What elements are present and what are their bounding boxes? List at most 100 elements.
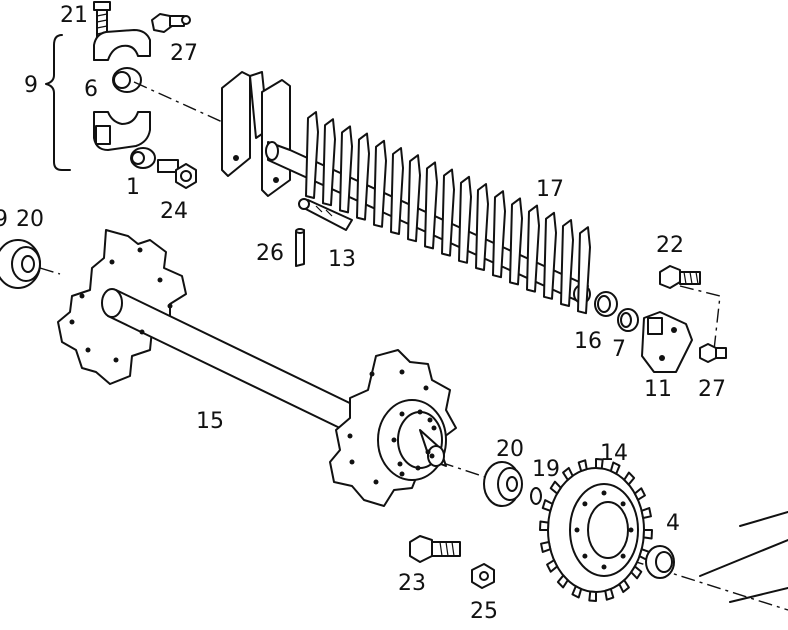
sprocket-tooth: [618, 579, 630, 594]
label-19-left: 9: [0, 207, 8, 232]
label-19-right: 19: [532, 457, 560, 482]
sprocket-plate-holes: [69, 247, 437, 485]
label-6: 6: [84, 77, 98, 102]
label-11: 11: [644, 377, 672, 402]
hub-hole: [417, 409, 423, 415]
sprocket-hole: [620, 553, 626, 559]
pin-26: [295, 228, 305, 267]
hub-hole: [399, 411, 405, 417]
label-7: 7: [612, 337, 626, 362]
comb-tooth: [543, 211, 557, 300]
sprocket-tooth: [609, 461, 621, 475]
label-22: 22: [656, 233, 684, 258]
washer-16: [594, 291, 618, 317]
shaft-icon: [101, 288, 361, 431]
comb-tooth: [560, 219, 574, 307]
comb-tooth: [356, 132, 370, 221]
mount-hole: [373, 479, 379, 485]
comb-tooth: [475, 183, 489, 271]
sprocket-hole: [601, 564, 607, 570]
comb-teeth-17: [305, 111, 591, 315]
hub-hole: [391, 437, 397, 443]
mount-hole: [427, 417, 433, 423]
comb-tooth: [424, 161, 438, 250]
comb-tooth: [373, 139, 387, 228]
mount-hole: [85, 347, 91, 353]
sprocket-plate-right: [329, 349, 457, 507]
comb-tooth: [305, 111, 319, 199]
sprocket-teeth: [539, 458, 653, 602]
pin-13: [298, 198, 353, 231]
hub-hole: [431, 425, 437, 431]
sprocket-icon: [547, 467, 645, 593]
label-20-left: 20: [16, 207, 44, 232]
sprocket-tooth: [571, 585, 583, 599]
hub-hole: [429, 453, 435, 459]
mount-hole: [157, 277, 163, 283]
bearing-icon: [0, 239, 41, 289]
nut-25: [471, 563, 495, 589]
mount-hole: [139, 329, 145, 335]
mount-hole: [79, 293, 85, 299]
mount-hole: [423, 385, 429, 391]
sprocket-tooth: [540, 540, 552, 553]
comb-tooth: [407, 154, 421, 243]
bracket-brace-9: [45, 34, 71, 171]
mount-hole: [399, 471, 405, 477]
label-9: 9: [24, 73, 38, 98]
sprocket-hole: [620, 501, 626, 507]
bolt-24: [157, 159, 197, 189]
label-26: 26: [256, 241, 284, 266]
comb-tooth: [322, 118, 336, 207]
mount-hole: [349, 459, 355, 465]
sprocket-tooth: [595, 458, 604, 470]
label-17: 17: [536, 177, 564, 202]
bearing-20-right: [483, 461, 523, 507]
label-15: 15: [196, 409, 224, 434]
comb-tooth: [339, 125, 353, 214]
comb-tooth: [441, 168, 455, 257]
washer-4: [645, 545, 675, 579]
mount-hole: [399, 369, 405, 375]
sprocket-hole: [582, 553, 588, 559]
sprocket-tooth: [630, 565, 643, 580]
mount-hole: [167, 303, 173, 309]
label-4: 4: [666, 511, 680, 536]
nut-27-right: [699, 343, 727, 363]
flange-bearing-11: [641, 311, 693, 373]
sprocket-tooth: [640, 507, 652, 520]
sprocket-tooth: [556, 574, 569, 589]
label-13: 13: [328, 247, 356, 272]
hub-hole: [415, 465, 421, 471]
label-20-right: 20: [496, 437, 524, 462]
bushing-1: [130, 147, 156, 169]
sprocket-hole: [582, 501, 588, 507]
mount-hole: [109, 259, 115, 265]
comb-tooth: [526, 204, 540, 293]
label-23: 23: [398, 571, 426, 596]
sprocket-tooth: [577, 459, 588, 473]
label-1: 1: [126, 175, 140, 200]
comb-tooth: [509, 197, 523, 286]
comb-tooth: [577, 226, 591, 315]
label-27-top: 27: [170, 41, 198, 66]
label-16: 16: [574, 329, 602, 354]
label-14: 14: [600, 441, 628, 466]
sprocket-tooth: [539, 520, 550, 531]
mount-hole: [137, 247, 143, 253]
sprocket-tooth: [633, 487, 646, 501]
hub-hole: [397, 461, 403, 467]
sprocket-tooth: [642, 529, 653, 540]
sprocket-tooth: [623, 471, 636, 486]
sprocket-tooth: [541, 499, 554, 512]
sprocket-tooth: [562, 466, 574, 481]
bolt-22: [659, 265, 701, 289]
comb-tooth: [458, 175, 472, 264]
mount-hole: [369, 371, 375, 377]
sprocket-hole: [601, 490, 607, 496]
label-24: 24: [160, 199, 188, 224]
sprocket-tooth: [588, 590, 597, 602]
sprocket-tooth: [546, 559, 559, 573]
bearing-housing-upper: [93, 29, 151, 151]
